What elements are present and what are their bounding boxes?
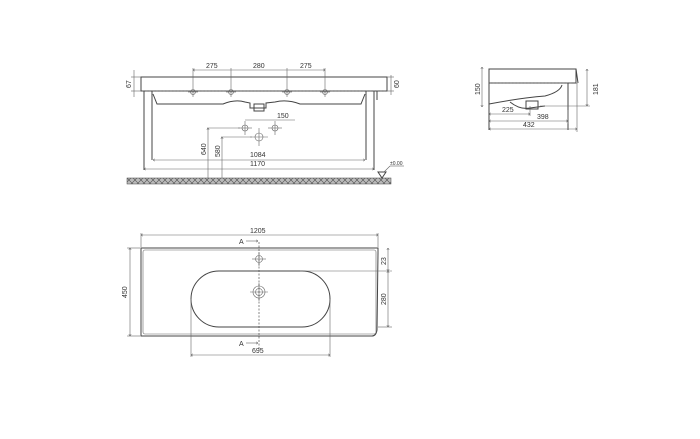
basin-profile [152, 93, 366, 109]
countertop-slab [140, 76, 388, 92]
dim-60: 60 [394, 80, 401, 88]
countertop-outline [140, 247, 379, 337]
side-basin-profile [488, 84, 563, 105]
dim-150: 150 [277, 113, 289, 120]
dim-1205: 1205 [250, 228, 266, 235]
level-marker-icon [377, 171, 387, 179]
dim-225: 225 [502, 107, 514, 114]
dim-67: 67 [126, 80, 133, 88]
dim-280-plan: 280 [381, 293, 388, 305]
dim-181: 181 [593, 83, 600, 95]
dim-432: 432 [523, 122, 535, 129]
floor-level-label: ±0.00 [390, 161, 403, 167]
dim-1170: 1170 [250, 161, 265, 168]
dim-1084: 1084 [250, 152, 266, 159]
front-view: 275 280 275 67 60 150 640 580 1084 [126, 63, 404, 185]
dim-275-right: 275 [300, 63, 312, 70]
floor-hatching [126, 177, 392, 185]
dim-23: 23 [381, 257, 388, 265]
dim-280: 280 [253, 63, 265, 70]
dim-450: 450 [122, 286, 129, 298]
drain-outline [253, 103, 265, 112]
dim-275-left: 275 [206, 63, 218, 70]
dim-580: 580 [215, 145, 222, 157]
section-marker-top: A [239, 239, 244, 246]
plan-view: A A 1205 450 23 280 695 [122, 228, 392, 357]
dim-695: 695 [252, 348, 264, 355]
section-marker-bottom: A [239, 341, 244, 348]
dim-150-side: 150 [475, 83, 482, 95]
side-view: 150 181 225 398 432 [475, 67, 600, 132]
dim-640: 640 [201, 143, 208, 155]
basin-outline [190, 270, 331, 328]
dim-398: 398 [537, 114, 549, 121]
